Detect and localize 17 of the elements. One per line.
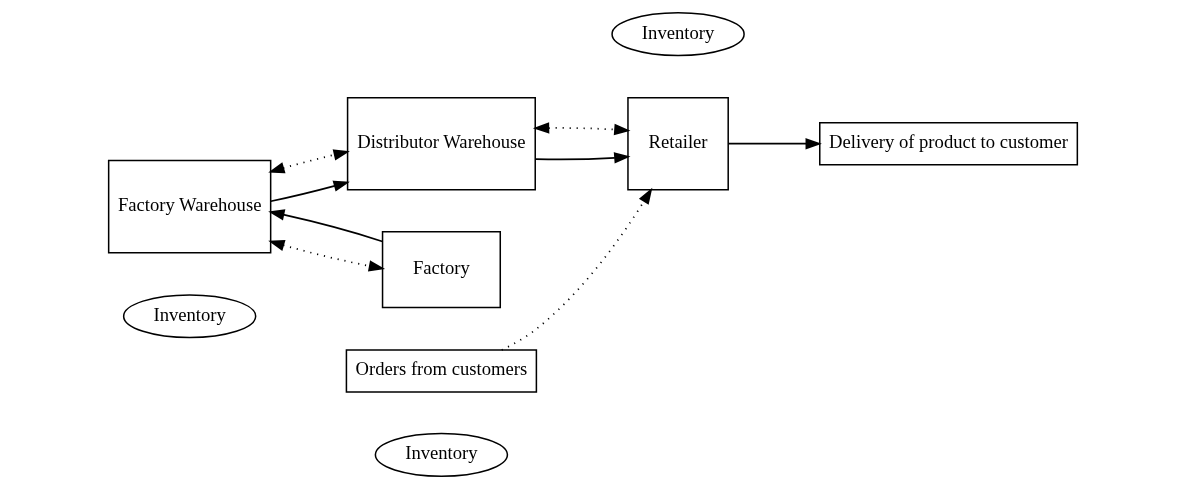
arrow (532, 122, 631, 136)
node-ellipse: Inventory (611, 12, 745, 57)
node-box: Delivery of product to customer (819, 121, 1079, 166)
arrow (268, 209, 384, 243)
node-box: Retailer (627, 96, 729, 191)
arrow (727, 137, 822, 150)
node-ellipse: Inventory (122, 294, 257, 339)
node-box: Orders from customers (345, 349, 538, 393)
arrow (500, 187, 653, 351)
arrow (268, 239, 386, 272)
node-box: Factory Warehouse (107, 159, 272, 254)
arrow (269, 180, 350, 203)
arrow (534, 152, 631, 164)
node-box: Distributor Warehouse (346, 96, 536, 191)
arrow (268, 149, 350, 174)
node-box: Factory (381, 230, 501, 309)
node-ellipse: Inventory (374, 432, 509, 477)
